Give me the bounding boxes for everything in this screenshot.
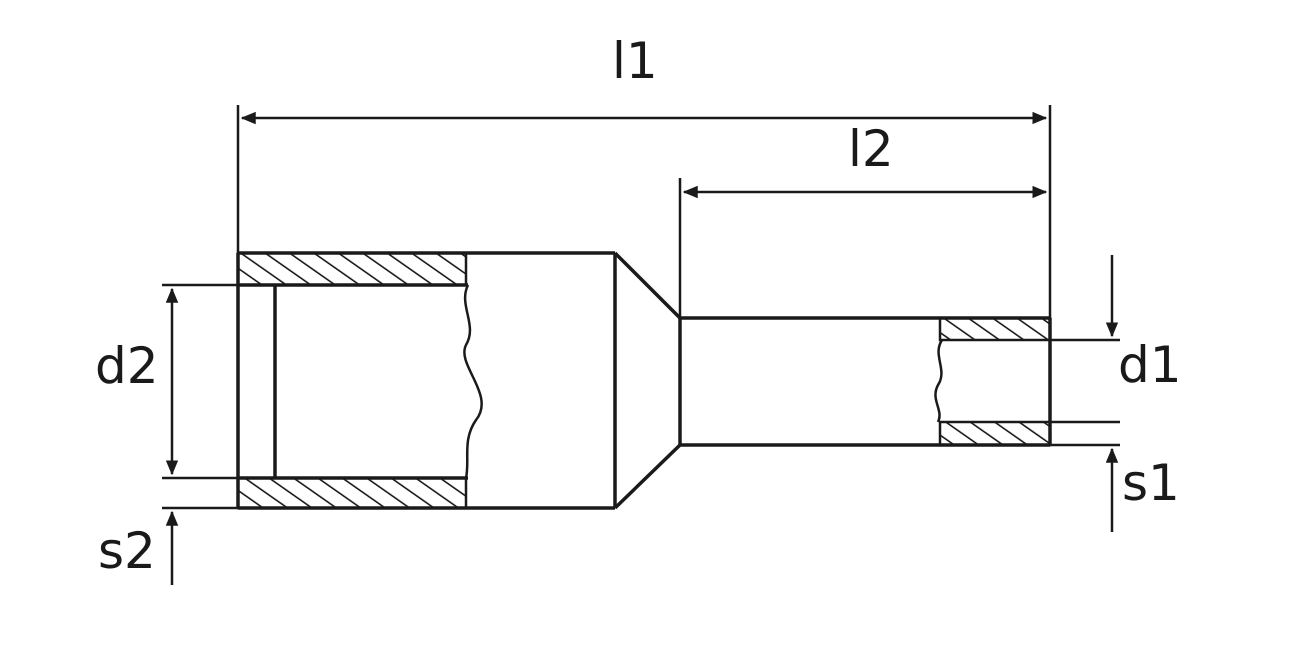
dimension-s1: s1 <box>1050 443 1180 532</box>
hatched-walls <box>236 251 1052 510</box>
label-d1: d1 <box>1118 336 1182 394</box>
dimension-s2: s2 <box>98 506 238 585</box>
label-s1: s1 <box>1122 454 1180 512</box>
label-s2: s2 <box>98 522 156 580</box>
label-l1: l1 <box>612 32 658 90</box>
dimension-d1: d1 <box>1050 255 1182 424</box>
label-l2: l2 <box>848 120 894 178</box>
break-lines <box>463 284 944 479</box>
label-d2: d2 <box>95 337 159 395</box>
dimension-d2: d2 <box>95 283 238 480</box>
dimension-l2: l2 <box>678 120 1048 318</box>
dimension-l1: l1 <box>236 32 1052 318</box>
